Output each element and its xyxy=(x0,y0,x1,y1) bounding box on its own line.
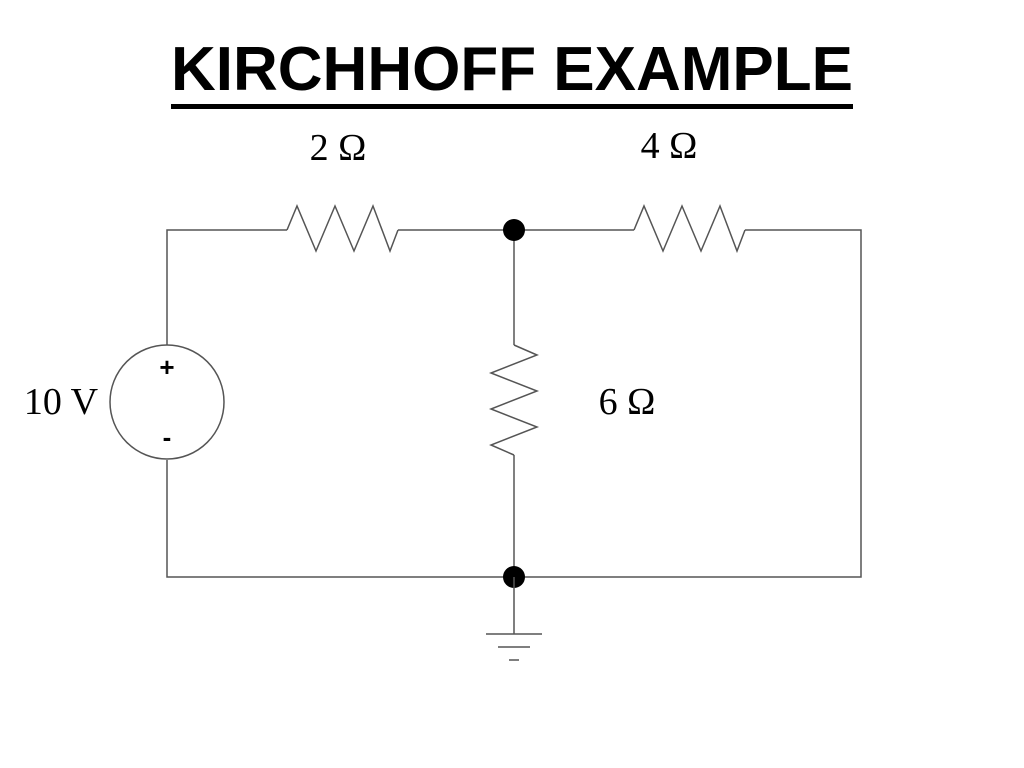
slide-title-text: KIRCHHOFF EXAMPLE xyxy=(171,35,853,109)
ground-symbol xyxy=(486,577,542,661)
resistor-2-ohm xyxy=(286,203,399,254)
wire-top-left xyxy=(166,229,287,345)
resistor-4-ohm xyxy=(633,203,746,254)
resistor-6-ohm xyxy=(488,344,540,456)
voltage-source-label: 10 V xyxy=(24,381,99,423)
polarity-minus: - xyxy=(163,422,172,452)
resistor-6-ohm-label: 6 Ω xyxy=(599,381,656,423)
polarity-plus: + xyxy=(159,352,174,382)
resistor-4-ohm-label: 4 Ω xyxy=(641,125,698,167)
voltage-source xyxy=(109,344,225,460)
wire-bottom-left xyxy=(166,460,514,578)
slide-title: KIRCHHOFF EXAMPLE xyxy=(0,30,1024,110)
wire-right xyxy=(514,229,862,578)
resistor-2-ohm-label: 2 Ω xyxy=(310,127,367,169)
node-top xyxy=(503,219,525,241)
